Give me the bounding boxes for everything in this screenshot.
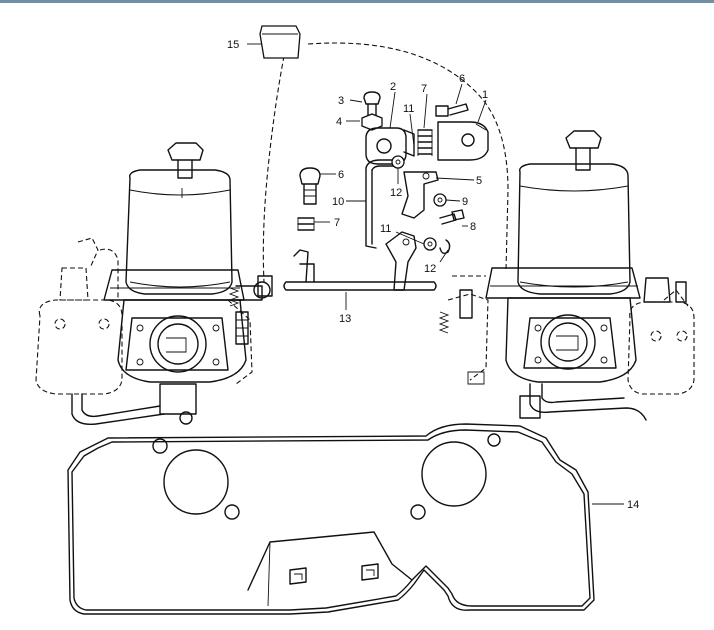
callout-9: 9: [462, 196, 468, 208]
callout-12-bottom: 12: [424, 263, 436, 275]
callout-8: 8: [470, 221, 476, 233]
window-top-border: [0, 0, 714, 3]
leader-lines: [247, 43, 624, 505]
callout-15: 15: [227, 39, 239, 51]
callout-7-left: 7: [334, 217, 340, 229]
right-carburettor: [438, 130, 695, 421]
heat-shield-part-14: [67, 423, 595, 615]
left-carburettor: [35, 142, 271, 425]
control-cable-right: [307, 42, 509, 271]
callout-11-bottom: 11: [380, 223, 391, 235]
callout-12-top: 12: [390, 187, 402, 199]
callout-4: 4: [336, 116, 342, 128]
callout-6-top: 6: [459, 73, 465, 85]
callout-6-left: 6: [338, 169, 344, 181]
callout-11-top: 11: [403, 103, 414, 115]
callout-5: 5: [476, 175, 482, 187]
callout-1: 1: [482, 89, 488, 101]
callout-13: 13: [339, 313, 351, 325]
callout-10: 10: [332, 196, 344, 208]
callout-3: 3: [338, 95, 344, 107]
cable-clip-part-15: [259, 25, 301, 59]
linkage-parts: [283, 91, 489, 291]
callout-14: 14: [627, 499, 639, 511]
exploded-parts-diagram: 15 3 2 7 6 1 4 11 6 5 10 12 9 7 8 11 12 …: [35, 25, 695, 615]
callout-2: 2: [390, 81, 396, 93]
choke-cable-left: [262, 55, 285, 283]
callout-7-top: 7: [421, 83, 427, 95]
